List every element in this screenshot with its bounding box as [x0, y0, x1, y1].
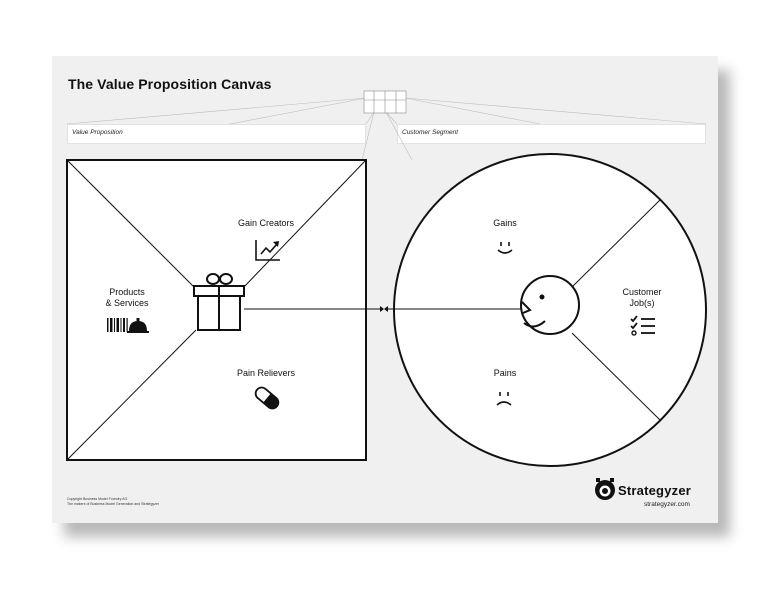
customer-face-icon [520, 275, 580, 335]
frown-icon [496, 392, 512, 406]
copyright-text: Copyright Business Model Foundry AG [67, 497, 128, 501]
brand-name: Strategyzer [618, 483, 692, 498]
customer-segment-label: Customer Segment [402, 129, 458, 136]
page-title: The Value Proposition Canvas [68, 76, 272, 92]
gift-icon [193, 273, 245, 331]
service-bell-icon [127, 318, 149, 333]
barcode-icon [107, 318, 128, 332]
smile-icon [497, 242, 513, 254]
guide-lines [66, 97, 707, 161]
pain-relievers-label: Pain Relievers [236, 368, 296, 378]
customer-jobs-label: Customer Job(s) [622, 287, 662, 308]
brand-url[interactable]: strategyzer.com [644, 501, 690, 508]
growth-chart-icon [255, 240, 280, 261]
value-map [66, 159, 384, 461]
customer-segment-header: Customer Segment [397, 124, 706, 144]
value-proposition-label: Value Proposition [72, 129, 123, 136]
checklist-icon [630, 315, 655, 336]
gains-label: Gains [493, 218, 517, 228]
value-proposition-header: Value Proposition [67, 124, 366, 144]
pill-icon [254, 386, 280, 410]
makers-text: The makers of Business Model Generation … [67, 502, 160, 506]
gain-creators-label: Gain Creators [237, 218, 295, 228]
pains-label: Pains [493, 368, 517, 378]
products-services-label: Products & Services [105, 287, 149, 308]
strategyzer-logo-icon [595, 478, 615, 500]
mini-canvas-thumbnail [363, 90, 407, 114]
